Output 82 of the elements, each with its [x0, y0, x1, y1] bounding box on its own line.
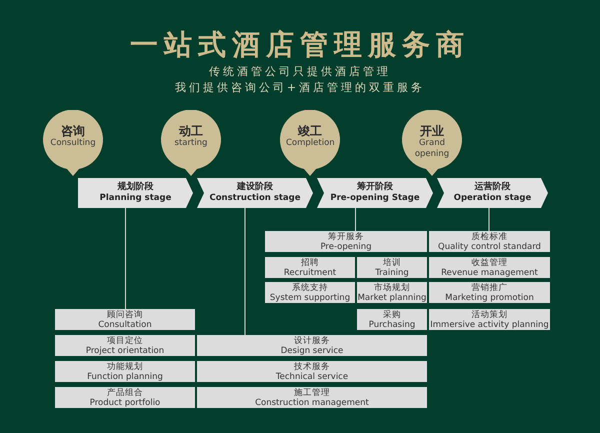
heading-text: 质检标准	[472, 232, 508, 242]
english-text: Planning stage	[100, 193, 172, 204]
connector-line	[488, 208, 490, 232]
heading-text: 技术服务	[294, 362, 330, 372]
milestone-bubble	[161, 110, 221, 176]
english-text: Function planning	[87, 372, 163, 382]
service-box	[55, 361, 195, 382]
english-text: Construction management	[255, 398, 369, 408]
stage-chevron	[317, 178, 433, 208]
heading-text: 产品组合	[107, 388, 143, 398]
heading-text: 顾问咨询	[107, 310, 143, 320]
english-text: Project orientation	[86, 346, 164, 356]
english-text: Consulting	[49, 138, 97, 149]
heading-text: 培训	[383, 258, 401, 268]
english-text: Quality control standard	[438, 242, 541, 252]
milestone-bubble	[402, 110, 462, 176]
english-text: Construction stage	[209, 193, 301, 204]
milestone-bubble	[280, 110, 340, 176]
english-text: Revenue management	[441, 268, 538, 278]
heading-text: 活动策划	[472, 310, 508, 320]
heading-text: 筹开阶段	[357, 182, 393, 193]
heading-text: 咨询	[61, 124, 85, 138]
heading-text: 系统支持	[292, 282, 328, 292]
service-box	[357, 282, 427, 303]
english-text: Training	[375, 268, 409, 278]
heading-text: 功能规划	[107, 362, 143, 372]
english-text: Technical service	[276, 372, 348, 382]
service-box	[357, 309, 427, 330]
heading-text: 竣工	[298, 124, 322, 138]
service-box	[197, 335, 427, 356]
stage-chevron	[437, 178, 548, 208]
english-text: Consultation	[98, 320, 152, 330]
english-text: Immersive activity planning	[430, 320, 549, 330]
service-box	[429, 309, 550, 330]
english-text: Product portfolio	[90, 398, 160, 408]
service-box	[357, 257, 427, 278]
service-box	[55, 335, 195, 356]
english-text: Purchasing	[368, 320, 416, 330]
heading-text: 收益管理	[472, 258, 508, 268]
heading-text: 动工	[179, 124, 203, 138]
english-text: Grand opening	[414, 138, 450, 160]
heading-text: 运营阶段	[474, 182, 510, 193]
subtitle: 我们提供咨询公司+酒店管理的双重服务	[174, 80, 426, 95]
heading-text: 规划阶段	[118, 182, 154, 193]
service-box	[55, 387, 195, 408]
service-box	[55, 309, 195, 330]
english-text: Marketing promotion	[445, 292, 534, 302]
english-text: Completion	[286, 138, 334, 149]
service-box	[429, 231, 550, 252]
connector-line	[355, 208, 356, 232]
english-text: Pre-opening	[320, 242, 372, 252]
title: 一站式酒店管理服务商	[129, 27, 471, 63]
heading-text: 开业	[420, 124, 444, 138]
subtitle: 传统酒管公司只提供酒店管理	[208, 64, 392, 79]
heading-text: 施工管理	[294, 388, 330, 398]
service-box	[429, 257, 550, 278]
milestone-bubble	[43, 110, 103, 176]
heading-text: 市场规划	[374, 282, 410, 292]
connector-line	[244, 208, 246, 336]
service-box	[429, 282, 550, 303]
english-text: System supporting	[270, 292, 350, 302]
service-box	[197, 387, 427, 408]
service-box	[265, 282, 355, 303]
heading-text: 筹开服务	[328, 232, 364, 242]
heading-text: 设计服务	[294, 336, 330, 346]
heading-text: 建设阶段	[237, 182, 273, 193]
service-box	[265, 257, 355, 278]
service-box	[197, 361, 427, 382]
english-text: Market planning	[358, 292, 426, 302]
stage-chevron	[197, 178, 313, 208]
stage-chevron	[78, 178, 193, 208]
english-text: starting	[174, 138, 208, 149]
english-text: Recruitment	[284, 268, 336, 278]
heading-text: 采购	[383, 310, 401, 320]
heading-text: 项目定位	[107, 336, 143, 346]
heading-text: 营销推广	[472, 282, 508, 292]
connector-line	[125, 208, 126, 310]
english-text: Operation stage	[454, 193, 532, 204]
english-text: Pre-opening Stage	[330, 193, 420, 204]
english-text: Design service	[280, 346, 344, 356]
heading-text: 招聘	[301, 258, 319, 268]
service-box	[265, 231, 427, 252]
